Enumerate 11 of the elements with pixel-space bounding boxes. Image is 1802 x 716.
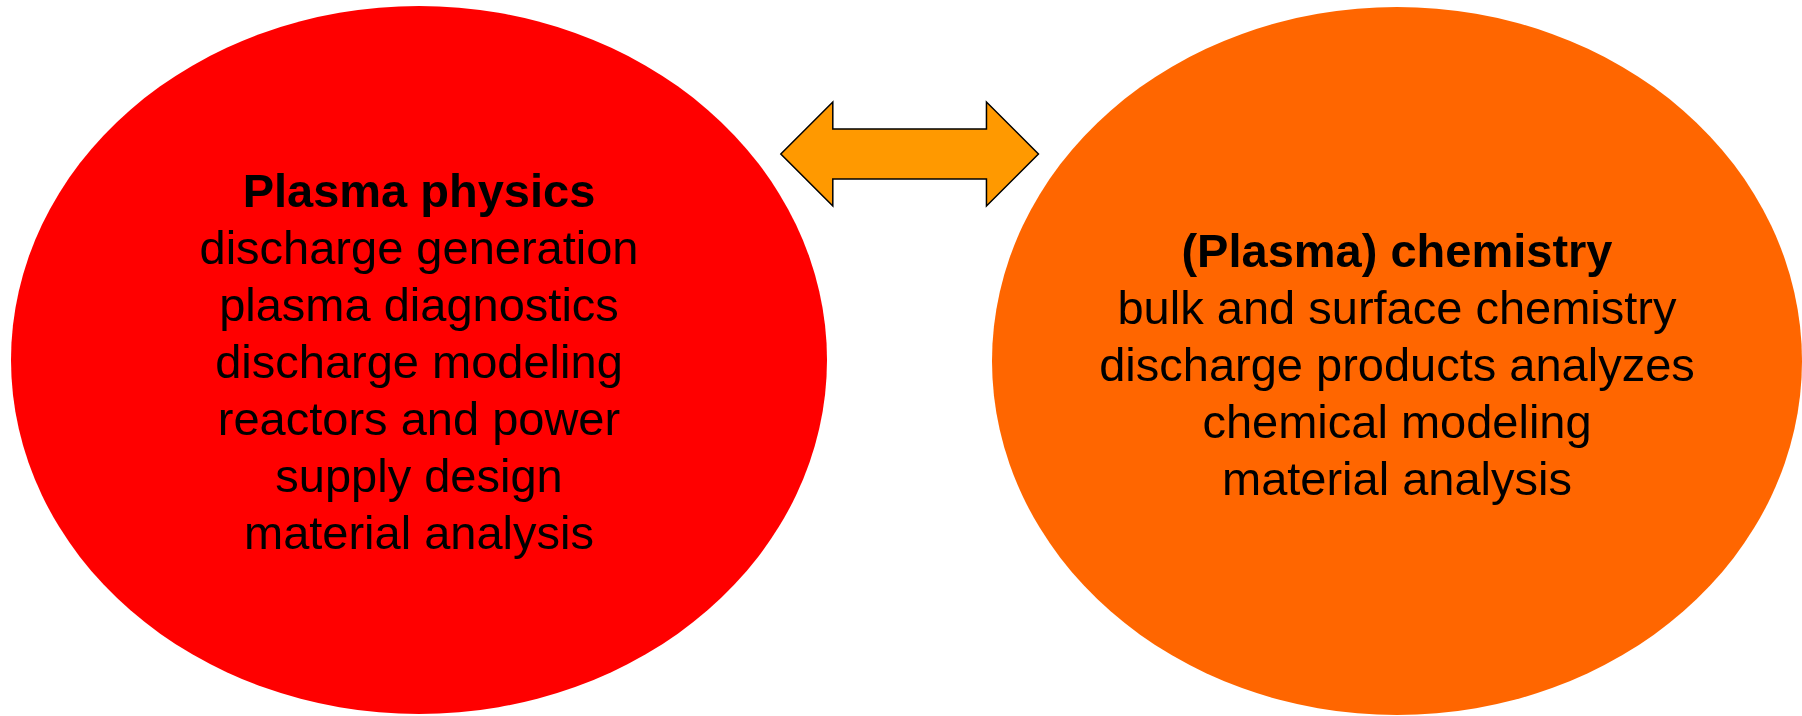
node-text: plasma diagnostics <box>218 277 620 333</box>
node-text: discharge generation <box>198 220 640 276</box>
node-heading: (Plasma) chemistry <box>1180 223 1614 279</box>
node-text: discharge modeling <box>214 334 624 390</box>
node-text: chemical modeling <box>1201 394 1593 450</box>
node-text: discharge products analyzes <box>1098 337 1696 393</box>
node-text: material analysis <box>243 505 595 561</box>
node-heading: Plasma physics <box>241 163 597 219</box>
node-text: material analysis <box>1221 451 1573 507</box>
node-text: bulk and surface chemistry <box>1116 280 1678 336</box>
double-block-arrow <box>779 100 1040 208</box>
